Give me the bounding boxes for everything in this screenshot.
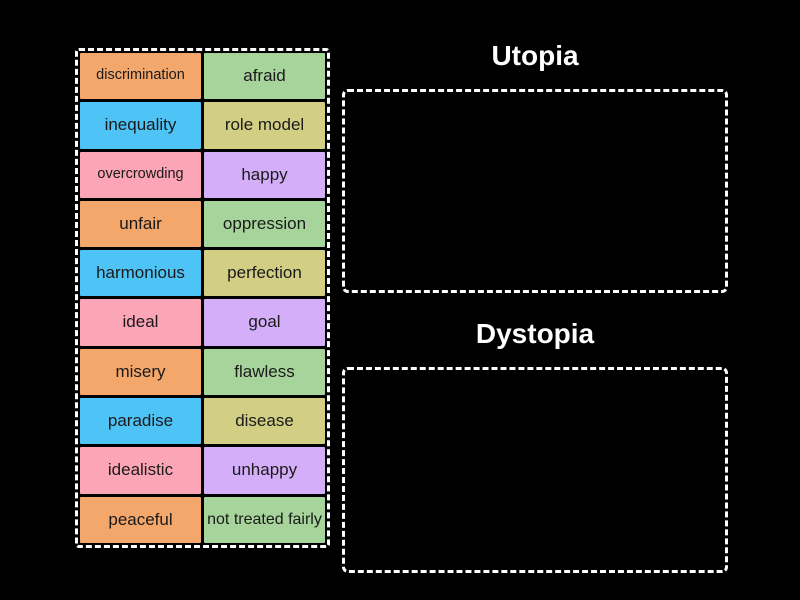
word-tile[interactable]: overcrowding [80, 151, 201, 198]
utopia-zone-title: Utopia [491, 40, 579, 71]
dystopia-zone-title: Dystopia [475, 318, 595, 349]
word-tile[interactable]: afraid [204, 53, 325, 100]
word-tile[interactable]: goal [204, 299, 325, 346]
word-tile[interactable]: unfair [80, 200, 201, 248]
word-tile[interactable]: paradise [80, 398, 201, 445]
word-tile[interactable]: peaceful [80, 496, 201, 543]
utopia-drop-zone[interactable] [342, 89, 728, 293]
word-tile[interactable]: discrimination [80, 53, 201, 100]
word-tile[interactable]: perfection [204, 250, 325, 297]
word-tile[interactable]: harmonious [80, 250, 201, 297]
word-tile[interactable]: disease [204, 398, 325, 445]
word-tile[interactable]: happy [204, 151, 325, 198]
word-tile[interactable]: ideal [80, 299, 201, 346]
word-tile[interactable]: oppression [204, 200, 325, 248]
word-tile[interactable]: not treated fairly [204, 496, 325, 543]
word-tile[interactable]: inequality [80, 102, 201, 149]
word-tile[interactable]: role model [204, 102, 325, 149]
word-tile[interactable]: unhappy [204, 447, 325, 494]
word-tile[interactable]: flawless [204, 348, 325, 396]
word-tile[interactable]: misery [80, 348, 201, 396]
word-tile[interactable]: idealistic [80, 447, 201, 494]
dystopia-drop-zone[interactable] [342, 367, 728, 573]
